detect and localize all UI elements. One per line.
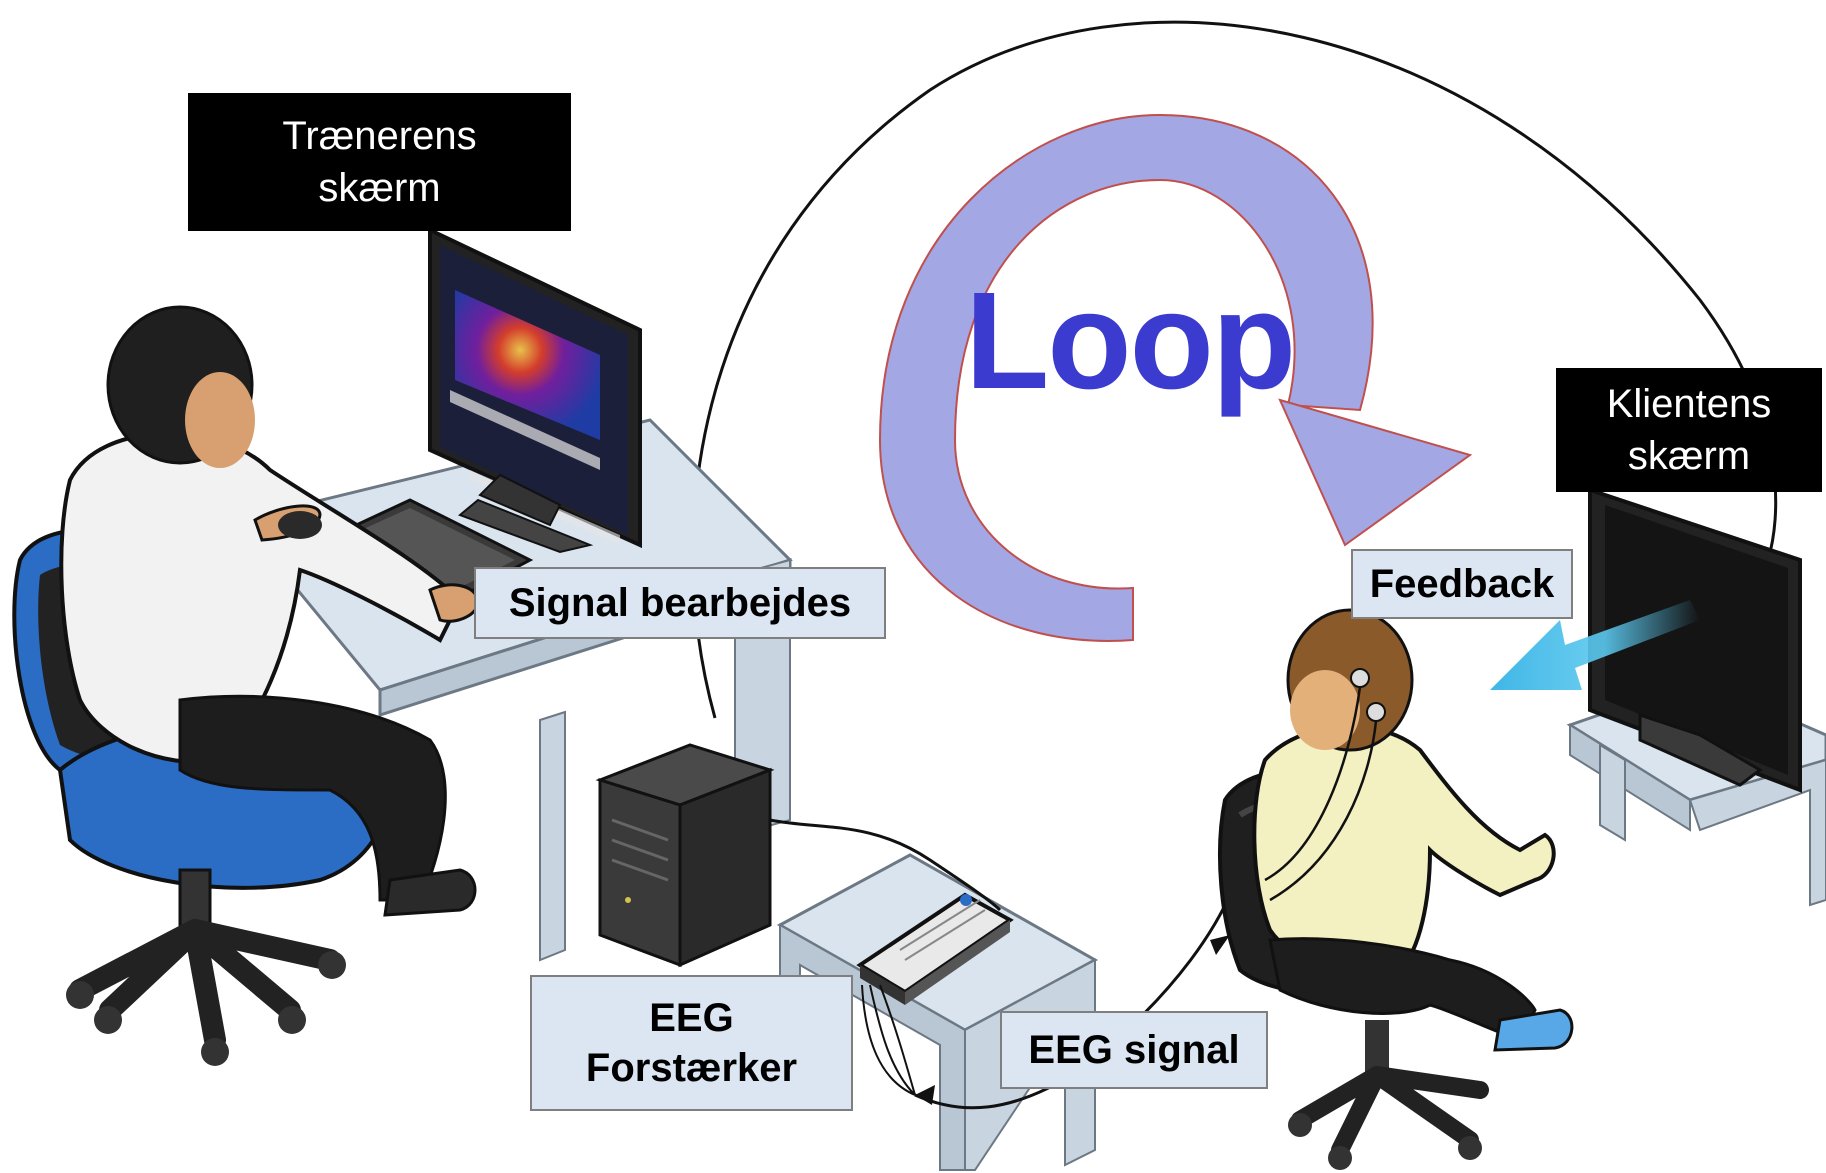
cable-tower-amp xyxy=(769,818,1002,912)
loop-arrow xyxy=(878,113,1374,642)
loop-label: Loop xyxy=(965,264,1296,418)
loop-arrowhead xyxy=(1278,398,1473,547)
eeg-amplifier-icon xyxy=(856,892,1014,1005)
cable-arrowhead-2 xyxy=(915,1085,935,1105)
eeg-amplifier-label-line-1: EEG xyxy=(649,996,734,1040)
trainer-screen-label: Trænerens skærm xyxy=(188,93,571,231)
eeg-amplifier-label: EEG Forstærker xyxy=(530,975,853,1111)
client-monitor-icon xyxy=(1588,487,1802,793)
computer-tower-icon xyxy=(595,743,775,968)
trainer-monitor-icon xyxy=(428,226,642,554)
electrode-leads xyxy=(861,984,916,1096)
cable-arrowhead-1 xyxy=(1210,935,1230,955)
eeg-amplifier-label-line-2: Forstærker xyxy=(585,1046,798,1090)
client-screen-label-line-1: Klientens xyxy=(1606,382,1772,426)
trainer-screen-label-line-2: skærm xyxy=(318,166,441,210)
trainer-person-icon xyxy=(59,305,480,917)
client-person-icon xyxy=(1252,608,1574,1052)
feedback-label: Feedback xyxy=(1351,549,1573,619)
feedback-arrow xyxy=(1490,600,1700,690)
client-screen-label-line-2: skærm xyxy=(1627,434,1751,478)
client-screen-label: Klientens skærm xyxy=(1556,368,1822,492)
eeg-signal-label: EEG signal xyxy=(1000,1011,1268,1089)
trainer-screen-label-line-1: Trænerens xyxy=(282,114,477,158)
signal-processed-label: Signal bearbejdes xyxy=(474,567,886,639)
